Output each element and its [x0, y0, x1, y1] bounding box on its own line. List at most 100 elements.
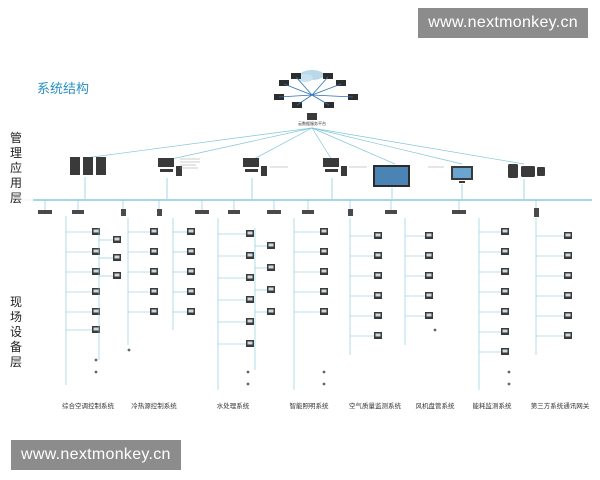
field-device-screen — [375, 313, 381, 317]
server-icon — [291, 73, 301, 79]
field-device-screen — [93, 249, 99, 253]
field-device-screen — [188, 229, 194, 233]
field-device-screen — [565, 233, 571, 237]
subsystem-label: 综合空调控制系统 — [62, 401, 115, 410]
field-device-screen — [565, 293, 571, 297]
field-device-screen — [114, 237, 120, 241]
workstation-icon — [323, 158, 347, 176]
field-device-screen — [321, 269, 327, 273]
subsystem-label: 冷热源控制系统 — [131, 401, 177, 410]
field-device-screen — [565, 313, 571, 317]
switch-icon — [452, 210, 466, 214]
management-links — [84, 127, 525, 165]
field-device-screen — [268, 265, 274, 269]
switch-icon — [228, 210, 240, 214]
field-device-screen — [247, 253, 253, 257]
field-device-screen — [93, 229, 99, 233]
sensor-icon — [94, 370, 98, 374]
field-device-screen — [502, 329, 508, 333]
field-device-screen — [268, 243, 274, 247]
field-device-screen — [247, 297, 253, 301]
field-device-screen — [321, 309, 327, 313]
subsystem-labels: 综合空调控制系统 冷热源控制系统 水处理系统 智能照明系统 空气质量监测系统 风… — [62, 401, 590, 410]
field-device-screen — [268, 287, 274, 291]
field-device-screen — [502, 269, 508, 273]
sensor-icon — [507, 382, 511, 386]
field-device-screen — [565, 273, 571, 277]
subsystem-label: 能耗监测系统 — [473, 401, 513, 410]
field-device-screen — [114, 273, 120, 277]
field-device-screen — [151, 229, 157, 233]
field-device-screen — [502, 249, 508, 253]
field-device-screen — [502, 309, 508, 313]
field-device-screen — [151, 289, 157, 293]
field-device-screen — [114, 255, 120, 259]
monitor-icon — [451, 166, 473, 183]
subsystem-label: 风机盘管系统 — [416, 401, 456, 410]
field-device-screen — [375, 273, 381, 277]
switch-links — [44, 200, 537, 210]
field-device-screen — [188, 249, 194, 253]
management-layer-text: 管理应用层 — [9, 131, 22, 205]
mobile-devices-icon — [508, 164, 545, 178]
field-device-screen — [247, 319, 253, 323]
field-device-screen — [151, 269, 157, 273]
field-device-screen — [188, 289, 194, 293]
field-device-screen — [502, 349, 508, 353]
switch-icon — [72, 210, 84, 214]
field-device-screen — [375, 253, 381, 257]
sensor-icon — [322, 382, 326, 386]
switch-icon — [385, 210, 397, 214]
field-device-screen — [565, 333, 571, 337]
subsystem-label: 空气质量监测系统 — [349, 401, 402, 410]
subsystem-label: 智能照明系统 — [290, 401, 330, 410]
switch-icon — [267, 210, 281, 214]
server-icon — [323, 73, 333, 79]
diagram-title: 系统结构 — [37, 82, 90, 97]
cloud-server-cluster: 云数据服务平台 — [274, 70, 358, 126]
switch-icon — [348, 209, 353, 216]
field-device-screen — [426, 293, 432, 297]
field-layer-text: 现场设备层 — [9, 295, 22, 369]
subsystem-label: 水处理系统 — [217, 401, 250, 410]
workstation-icon — [243, 158, 267, 176]
field-device-screen — [151, 309, 157, 313]
sensor-icon — [127, 348, 131, 352]
field-device-screen — [321, 289, 327, 293]
management-layer-label: 管理应用层 — [9, 131, 23, 206]
display-screen-icon — [373, 165, 410, 187]
field-device-screen — [375, 333, 381, 337]
watermark-top: www.nextmonkey.cn — [418, 8, 588, 38]
sensor-icon — [246, 382, 250, 386]
field-device-screen — [188, 309, 194, 313]
workstation-icon — [158, 158, 182, 176]
sensor-icon — [94, 358, 98, 362]
field-device-screen — [268, 309, 274, 313]
field-device-screen — [426, 313, 432, 317]
field-device-screen — [247, 341, 253, 345]
sensor-icon — [322, 370, 326, 374]
field-device-screen — [188, 269, 194, 273]
switch-icon — [195, 210, 209, 214]
field-device-screen — [502, 229, 508, 233]
field-device-screen — [93, 327, 99, 331]
switch-icon — [38, 210, 52, 214]
watermark-bottom: www.nextmonkey.cn — [11, 440, 181, 470]
network-switches — [38, 208, 539, 217]
switch-icon — [302, 210, 314, 214]
platform-server-icon — [307, 113, 317, 120]
sensor-icon — [507, 370, 511, 374]
field-device-screen — [151, 249, 157, 253]
field-device-screen — [247, 231, 253, 235]
field-device-screen — [502, 289, 508, 293]
subsystem-trees — [65, 216, 572, 390]
field-device-screen — [426, 233, 432, 237]
field-device-screen — [375, 293, 381, 297]
field-device-screen — [321, 249, 327, 253]
server-icon — [279, 80, 289, 86]
server-rack-icon — [70, 157, 106, 175]
switch-icon — [534, 208, 539, 217]
cloud-platform-label: 云数据服务平台 — [298, 120, 326, 126]
management-drop-lines — [84, 177, 525, 200]
